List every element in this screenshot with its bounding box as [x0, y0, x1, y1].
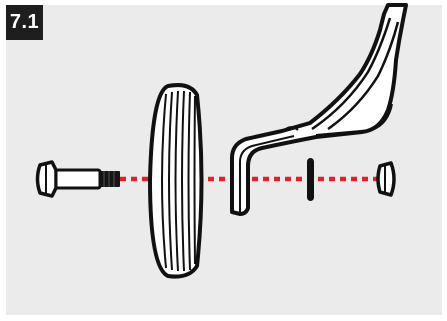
axle-bolt	[35, 160, 120, 198]
nut	[376, 161, 396, 197]
wheel	[148, 83, 204, 279]
bracket-leg	[230, 3, 408, 216]
washer	[307, 158, 314, 201]
step-number-badge: 7.1	[6, 5, 43, 40]
